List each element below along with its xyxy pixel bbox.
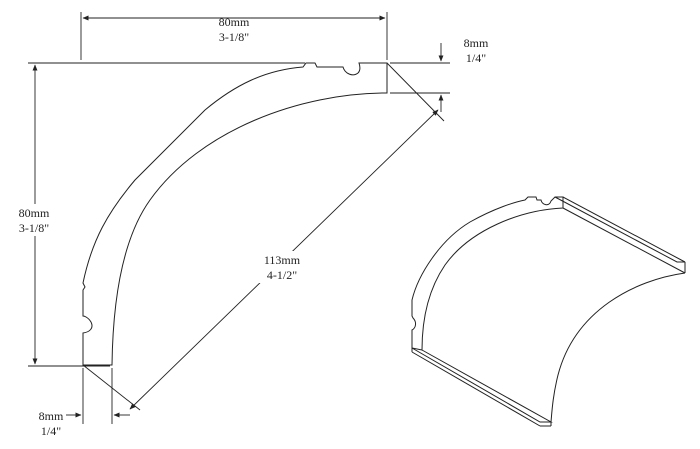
top-width-imperial: 3-1/8" <box>219 30 249 44</box>
diagonal-span-imperial: 4-1/2" <box>267 268 297 282</box>
iso-front-profile <box>411 196 564 351</box>
profile-outline <box>82 62 388 366</box>
molding-profile <box>82 62 388 366</box>
isometric-molding-view <box>411 196 686 427</box>
top-right-thickness-imperial: 1/4" <box>466 51 486 65</box>
left-height-dimension: 80mm 3-1/8" <box>12 62 305 367</box>
bottom-left-thickness-imperial: 1/4" <box>41 424 61 438</box>
top-right-thickness-dimension: 8mm 1/4" <box>390 36 489 112</box>
diagonal-span-dimension: 113mm 4-1/2" <box>82 62 445 411</box>
iso-top-face <box>554 196 686 263</box>
iso-bottom-face <box>411 347 553 423</box>
top-width-dimension: 80mm 3-1/8" <box>80 12 388 60</box>
diagonal-span-metric: 113mm <box>264 253 301 267</box>
left-height-metric: 80mm <box>19 206 50 220</box>
bottom-left-thickness-dimension: 8mm 1/4" <box>39 368 130 438</box>
top-width-metric: 80mm <box>219 15 250 29</box>
left-height-imperial: 3-1/8" <box>19 221 49 235</box>
top-right-thickness-metric: 8mm <box>464 36 489 50</box>
bottom-left-thickness-metric: 8mm <box>39 409 64 423</box>
iso-concave-curve <box>550 272 686 423</box>
